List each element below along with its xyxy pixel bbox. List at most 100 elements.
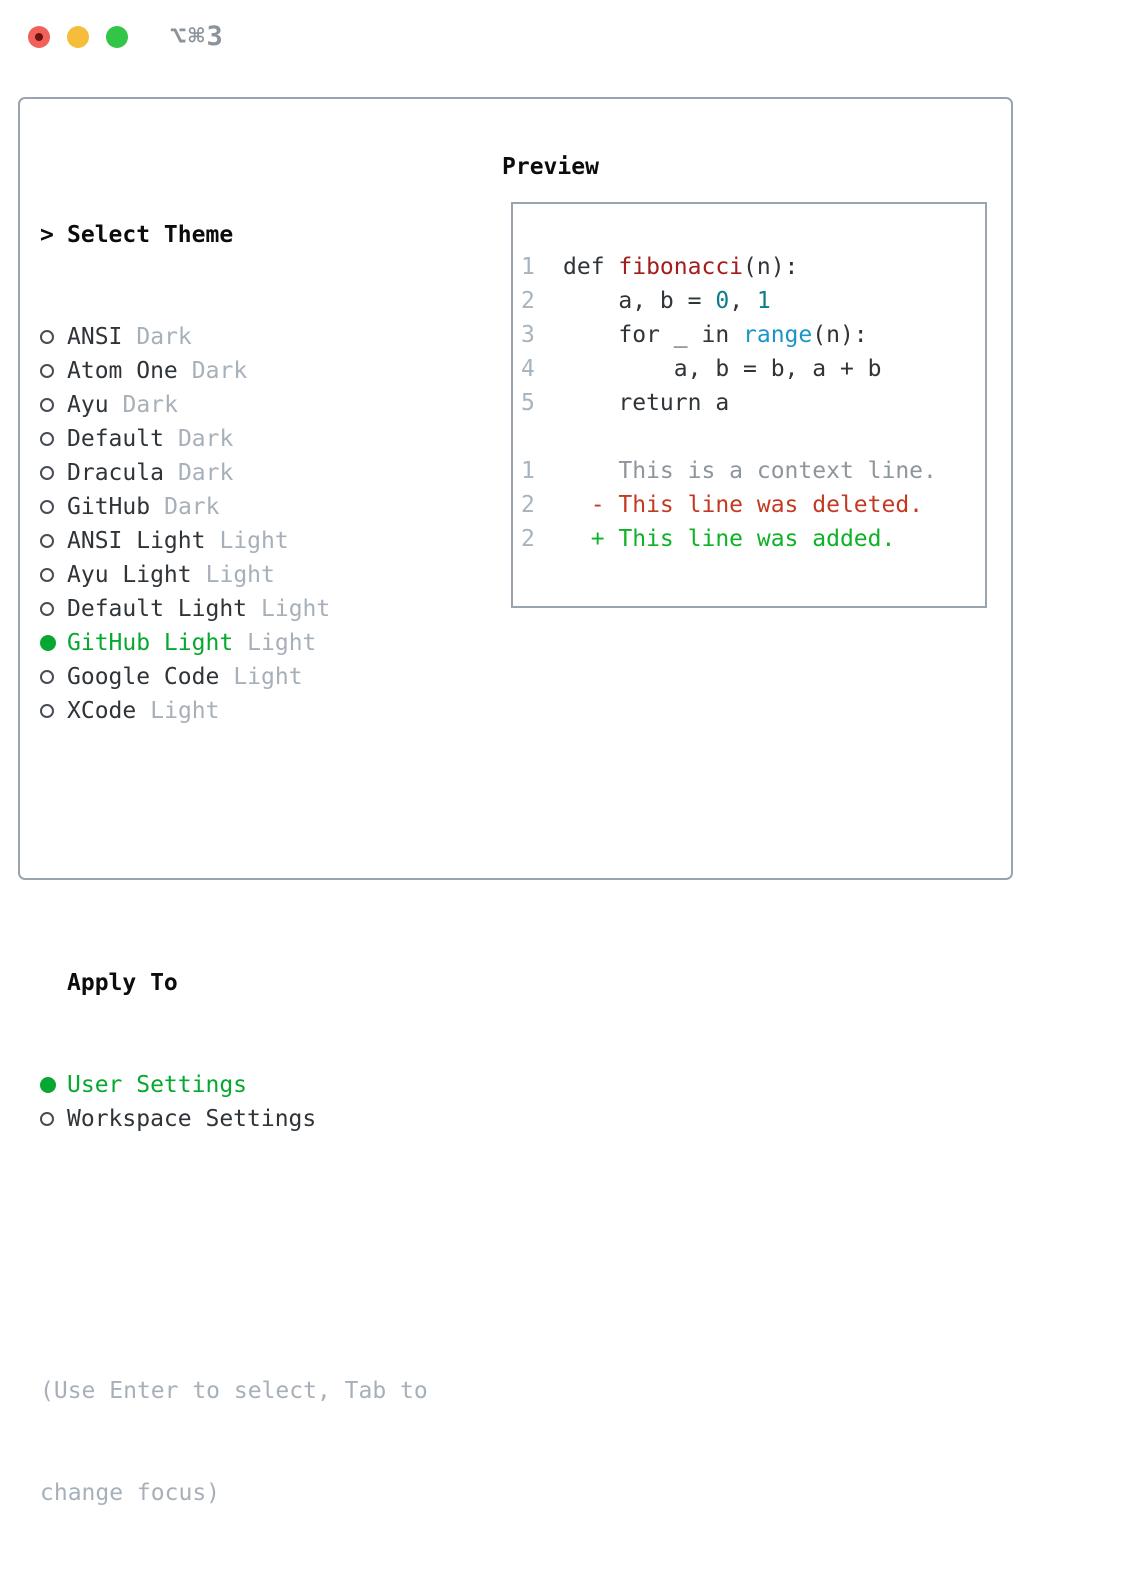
theme-variant-tag: Light (219, 528, 289, 554)
token-plain: for _ in (563, 322, 744, 348)
theme-name: GitHub (67, 494, 151, 520)
theme-option-dracula[interactable]: Dracula Dark (40, 456, 490, 490)
radio-selected-icon (40, 1077, 56, 1093)
code-tokens: + This line was added. (563, 522, 896, 556)
hint-text-line-1: (Use Enter to select, Tab to (40, 1378, 428, 1404)
theme-variant-tag: Dark (122, 392, 178, 418)
theme-variant-tag: Light (205, 562, 275, 588)
apply-to-option-workspace-settings[interactable]: Workspace Settings (40, 1102, 490, 1136)
line-number: 2 (521, 492, 535, 518)
close-button-dot (35, 33, 43, 41)
theme-option-ayu[interactable]: Ayu Dark (40, 388, 490, 422)
theme-variant-tag: Dark (177, 460, 234, 486)
line-number: 4 (521, 356, 535, 382)
radio-unselected-icon (40, 466, 54, 480)
radio-unselected-icon (40, 534, 54, 548)
radio-unselected-icon (40, 398, 54, 412)
theme-name: Atom One (67, 358, 178, 384)
theme-variant-tag: Dark (164, 494, 220, 520)
radio-unselected-icon (40, 704, 54, 718)
token-plain: , (729, 288, 757, 314)
theme-option-github[interactable]: GitHub Dark (40, 490, 490, 524)
token-deleted: - This line was deleted. (563, 492, 924, 518)
code-tokens: return a (563, 386, 729, 420)
theme-variant-tag: Light (233, 664, 303, 690)
line-number: 5 (521, 390, 535, 416)
apply-to-title: Apply To (67, 970, 178, 996)
line-number: 3 (521, 322, 535, 348)
theme-name: Default Light (67, 596, 248, 622)
theme-name: GitHub Light (67, 630, 234, 656)
traffic-lights (28, 26, 128, 48)
token-function: fibonacci (618, 254, 744, 280)
code-tokens: a, b = 0, 1 (563, 284, 771, 318)
minimize-button[interactable] (67, 26, 89, 48)
theme-name: ANSI (67, 324, 123, 350)
code-tokens: a, b = b, a + b (563, 352, 882, 386)
code-line: 1 This is a context line. (521, 454, 975, 488)
close-button[interactable] (28, 26, 50, 48)
token-number: 0 (715, 288, 730, 314)
token-builtin: range (743, 322, 813, 348)
code-line: 2 a, b = 0, 1 (521, 284, 975, 318)
code-tokens: def fibonacci(n): (563, 250, 798, 284)
code-tokens: for _ in range(n): (563, 318, 867, 352)
theme-name: Dracula (67, 460, 164, 486)
prompt-chevron-icon: > (40, 222, 54, 248)
radio-selected-icon (40, 635, 56, 651)
token-plain: a, b = b, a + b (563, 356, 882, 382)
line-number (521, 420, 549, 454)
code-line: 5 return a (521, 386, 975, 420)
token-added: + This line was added. (563, 526, 896, 552)
theme-variant-tag: Light (150, 698, 220, 724)
theme-option-google-code[interactable]: Google Code Light (40, 660, 490, 694)
theme-option-ayu-light[interactable]: Ayu Light Light (40, 558, 490, 592)
theme-name: Ayu (67, 392, 109, 418)
theme-name: Default (67, 426, 164, 452)
line-number: 2 (521, 526, 535, 552)
code-line: 1 def fibonacci(n): (521, 250, 975, 284)
code-line (521, 420, 975, 454)
select-theme-header: > Select Theme (40, 218, 490, 252)
theme-name: Ayu Light (67, 562, 192, 588)
token-plain: (n): (743, 254, 799, 280)
radio-unselected-icon (40, 500, 54, 514)
zoom-button[interactable] (106, 26, 128, 48)
code-line: 3 for _ in range(n): (521, 318, 975, 352)
preview-title: Preview (502, 154, 599, 180)
apply-to-option-label: Workspace Settings (67, 1106, 317, 1132)
window-titlebar: ⌥⌘3 (0, 0, 1140, 74)
apply-to-header: Apply To (40, 966, 490, 1000)
radio-unselected-icon (40, 330, 54, 344)
line-number: 1 (521, 254, 535, 280)
hint-text-line-2: change focus) (40, 1480, 221, 1506)
line-number: 1 (521, 458, 535, 484)
theme-variant-tag: Light (261, 596, 331, 622)
token-context: This is a context line. (563, 458, 937, 484)
token-plain: return a (563, 390, 730, 416)
radio-unselected-icon (40, 568, 54, 582)
theme-option-default-light[interactable]: Default Light Light (40, 592, 490, 626)
token-plain: a, b = (563, 288, 716, 314)
line-number: 2 (521, 288, 535, 314)
token-number: 1 (756, 288, 771, 314)
spacer (40, 830, 490, 864)
code-line: 2 - This line was deleted. (521, 488, 975, 522)
theme-option-ansi[interactable]: ANSI Dark (40, 320, 490, 354)
token-plain: def (563, 254, 619, 280)
apply-to-option-user-settings[interactable]: User Settings (40, 1068, 490, 1102)
radio-unselected-icon (40, 670, 54, 684)
theme-variant-tag: Dark (136, 324, 192, 350)
spacer (40, 1238, 490, 1272)
theme-name: Google Code (67, 664, 220, 690)
